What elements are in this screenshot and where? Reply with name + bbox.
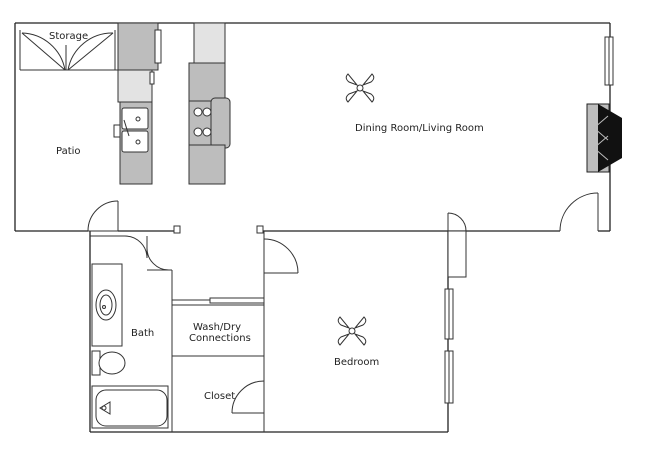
oven-hood bbox=[210, 97, 231, 149]
burner-icon bbox=[193, 107, 203, 117]
kitchen-left-counter bbox=[113, 22, 162, 185]
sink-basin-lower bbox=[121, 130, 149, 153]
room-label-bath: Bath bbox=[131, 328, 154, 339]
bathroom: Bath bbox=[90, 235, 173, 432]
counter-upper bbox=[193, 22, 226, 64]
room-label-wash-dry-2: Connections bbox=[189, 333, 251, 344]
storage-door-left[interactable] bbox=[21, 32, 66, 71]
ceiling-fan-icon bbox=[345, 73, 375, 103]
room-label-bedroom: Bedroom bbox=[334, 357, 379, 368]
sink-icon bbox=[95, 289, 117, 321]
sink-basin-upper bbox=[121, 107, 149, 130]
toilet-icon bbox=[91, 350, 126, 376]
closet-door[interactable] bbox=[231, 380, 265, 414]
bathtub-icon bbox=[91, 385, 169, 429]
laundry-area: Wash/Dry Connections bbox=[172, 231, 265, 432]
closet-door-living[interactable] bbox=[559, 192, 599, 232]
dining-living-room: Dining Room/Living Room bbox=[173, 36, 622, 234]
laundry-bifold-door[interactable] bbox=[209, 297, 265, 304]
fireplace-icon bbox=[586, 103, 622, 173]
cabinet-lower bbox=[188, 144, 226, 185]
burner-icon bbox=[202, 107, 212, 117]
kitchen-right-counter bbox=[188, 22, 231, 185]
storage-door-right[interactable] bbox=[67, 32, 114, 71]
room-label-closet: Closet bbox=[204, 391, 235, 402]
storage-room: Storage bbox=[19, 30, 118, 71]
room-label-dining-living: Dining Room/Living Room bbox=[355, 123, 484, 134]
door-swing[interactable] bbox=[447, 212, 467, 232]
room-label-wash-dry-1: Wash/Dry bbox=[193, 322, 241, 333]
burner-icon bbox=[193, 127, 203, 137]
refrigerator bbox=[117, 22, 159, 71]
bedroom: Bedroom bbox=[263, 230, 467, 404]
counter bbox=[117, 69, 153, 103]
closet: Closet bbox=[204, 380, 265, 414]
ceiling-fan-icon bbox=[337, 316, 367, 346]
faucet-icon bbox=[123, 119, 130, 137]
exterior-jog bbox=[447, 230, 467, 278]
room-label-patio: Patio bbox=[56, 146, 81, 157]
patio-door[interactable] bbox=[87, 200, 119, 232]
bedroom-door[interactable] bbox=[263, 238, 299, 274]
cabinet bbox=[188, 62, 226, 102]
room-label-storage: Storage bbox=[49, 31, 88, 42]
patio: Patio bbox=[56, 146, 119, 232]
burner-icon bbox=[202, 127, 212, 137]
